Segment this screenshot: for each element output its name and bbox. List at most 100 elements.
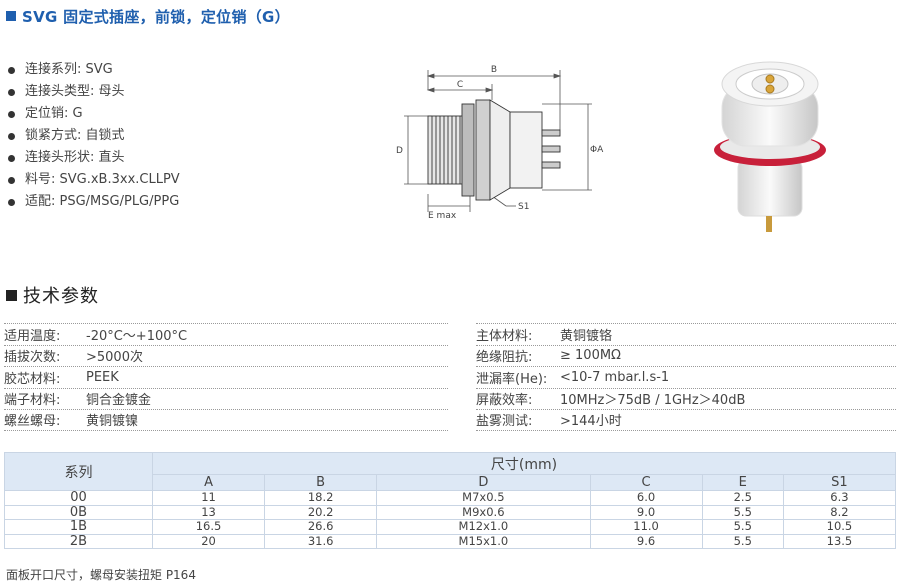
column-header: D — [376, 474, 591, 491]
bullet-dot-icon — [8, 176, 15, 184]
bullet-dot-icon — [8, 66, 15, 74]
spec-value: -20°C～+100°C — [86, 328, 188, 344]
spec-value: PEEK — [86, 369, 119, 385]
dimension-drawing: B C D ΦA E max S1 — [396, 65, 604, 220]
bullet-dot-icon — [8, 198, 15, 206]
spec-label: 绝缘阻抗: — [476, 350, 533, 366]
table-cell: 20.2 — [264, 504, 378, 520]
dim-label-a: ΦA — [590, 145, 604, 155]
spec-label: 插拔次数: — [4, 350, 61, 366]
spec-row: 插拔次数: >5000次 — [4, 344, 448, 367]
spec-value: ≥ 100MΩ — [560, 348, 621, 364]
feature-item: 料号: SVG.xB.3xx.CLLPV — [8, 169, 180, 191]
dim-label-c: C — [457, 80, 463, 90]
spec-label: 屏蔽效率: — [476, 393, 533, 409]
table-cell: M15x1.0 — [376, 533, 591, 549]
table-cell: 2B — [4, 533, 153, 549]
feature-text: 连接头类型: 母头 — [25, 84, 125, 99]
table-cell: 13.5 — [782, 533, 897, 549]
table-cell: 16.5 — [151, 519, 266, 535]
feature-item: 适配: PSG/MSG/PLG/PPG — [8, 191, 180, 213]
spec-value: <10-7 mbar.l.s-1 — [560, 369, 670, 385]
table-row: 2B 20 31.6 M15x1.0 9.6 5.5 13.5 — [4, 533, 897, 549]
spec-row: 绝缘阻抗: ≥ 100MΩ — [476, 344, 896, 367]
spec-row: 主体材料:黄铜镀铬 — [476, 323, 896, 345]
table-cell: 26.6 — [264, 519, 378, 535]
table-cell: 20 — [151, 533, 266, 549]
title-square-icon — [6, 11, 16, 21]
spec-row: 泄漏率(He): <10-7 mbar.l.s-1 — [476, 366, 896, 388]
dim-label-b: B — [491, 65, 497, 75]
dim-label-s1: S1 — [518, 202, 529, 212]
spec-label: 适用温度: — [4, 328, 61, 344]
table-cell: 11.0 — [589, 519, 703, 535]
title-row: SVG 固定式插座，前锁，定位销（G） — [6, 4, 290, 28]
table-row: 0B 13 20.2 M9x0.6 9.0 5.5 8.2 — [4, 504, 897, 520]
table-cell: M7x0.5 — [376, 490, 591, 506]
spec-value: 铜合金镀金 — [86, 393, 152, 409]
table-cell: 00 — [4, 490, 153, 506]
footer-note: 面板开口尺寸，螺母安装扭矩 P164 — [6, 568, 196, 582]
series-header: 系列 — [4, 452, 153, 491]
feature-text: 连接系列: SVG — [25, 62, 113, 77]
table-cell: 5.5 — [701, 533, 784, 549]
bullet-dot-icon — [8, 110, 15, 118]
table-cell: 5.5 — [701, 504, 784, 520]
bullet-dot-icon — [8, 154, 15, 162]
table-cell: 31.6 — [264, 533, 378, 549]
table-cell: 18.2 — [264, 490, 378, 506]
feature-item: 连接系列: SVG — [8, 59, 180, 81]
feature-item: 定位销: G — [8, 103, 180, 125]
table-cell: 10.5 — [782, 519, 897, 535]
column-header: E — [701, 474, 784, 491]
table-cell: 13 — [151, 504, 266, 520]
feature-text: 适配: PSG/MSG/PLG/PPG — [25, 194, 180, 209]
product-photo — [714, 61, 826, 232]
spec-value: 黄铜镀镍 — [86, 414, 139, 430]
dimension-table: 系列 尺寸(mm) A B D C E S1 00 11 18.2 M7x0.5… — [4, 452, 897, 549]
specs-left: 适用温度:-20°C～+100°C 插拔次数:>5000次 胶芯材料:PEEK … — [4, 323, 448, 431]
feature-item: 连接头类型: 母头 — [8, 81, 180, 103]
feature-list: 连接系列: SVG 连接头类型: 母头 定位销: G 锁紧方式: 自锁式 连接头… — [8, 59, 180, 213]
spec-label: 胶芯材料: — [4, 371, 61, 387]
table-cell: 2.5 — [701, 490, 784, 506]
spec-label: 端子材料: — [4, 393, 61, 409]
feature-text: 连接头形状: 直头 — [25, 150, 125, 165]
feature-item: 锁紧方式: 自锁式 — [8, 125, 180, 147]
table-cell: 6.3 — [782, 490, 897, 506]
spec-value: 10MHz＞75dB / 1GHz＞40dB — [560, 393, 746, 409]
column-header: S1 — [782, 474, 897, 491]
spec-row: 端子材料: 铜合金镀金 — [4, 387, 448, 410]
dim-label-e: E max — [428, 211, 457, 220]
spec-value: >5000次 — [86, 350, 143, 366]
dims-header: 尺寸(mm) — [152, 452, 896, 475]
table-cell: 9.0 — [589, 504, 703, 520]
column-header: C — [589, 474, 703, 491]
table-cell: 9.6 — [589, 533, 703, 549]
spec-label: 主体材料: — [476, 328, 533, 344]
feature-text: 料号: SVG.xB.3xx.CLLPV — [25, 172, 180, 187]
table-row: 1B 16.5 26.6 M12x1.0 11.0 5.5 10.5 — [4, 519, 897, 535]
spec-row: 螺丝螺母:黄铜镀镍 — [4, 409, 448, 431]
spec-label: 泄漏率(He): — [476, 371, 548, 387]
bullet-dot-icon — [8, 88, 15, 96]
spec-row: 屏蔽效率: 10MHz＞75dB / 1GHz＞40dB — [476, 387, 896, 410]
table-row: 00 11 18.2 M7x0.5 6.0 2.5 6.3 — [4, 490, 897, 506]
table-cell: 5.5 — [701, 519, 784, 535]
column-header: B — [264, 474, 378, 491]
section-title: 技术参数 — [23, 286, 99, 307]
spec-row: 适用温度: -20°C～+100°C — [4, 323, 448, 345]
spec-label: 盐雾测试: — [476, 414, 533, 430]
section-header: 技术参数 — [6, 282, 99, 308]
table-cell: M12x1.0 — [376, 519, 591, 535]
spec-row: 胶芯材料: PEEK — [4, 366, 448, 388]
table-cell: 6.0 — [589, 490, 703, 506]
spec-value: >144小时 — [560, 414, 622, 430]
feature-text: 锁紧方式: 自锁式 — [25, 128, 125, 143]
feature-text: 定位销: G — [25, 106, 83, 121]
feature-item: 连接头形状: 直头 — [8, 147, 180, 169]
table-cell: 0B — [4, 504, 153, 520]
page-title: SVG 固定式插座，前锁，定位销（G） — [22, 7, 290, 26]
bullet-dot-icon — [8, 132, 15, 140]
spec-row: 盐雾测试: >144小时 — [476, 409, 896, 431]
